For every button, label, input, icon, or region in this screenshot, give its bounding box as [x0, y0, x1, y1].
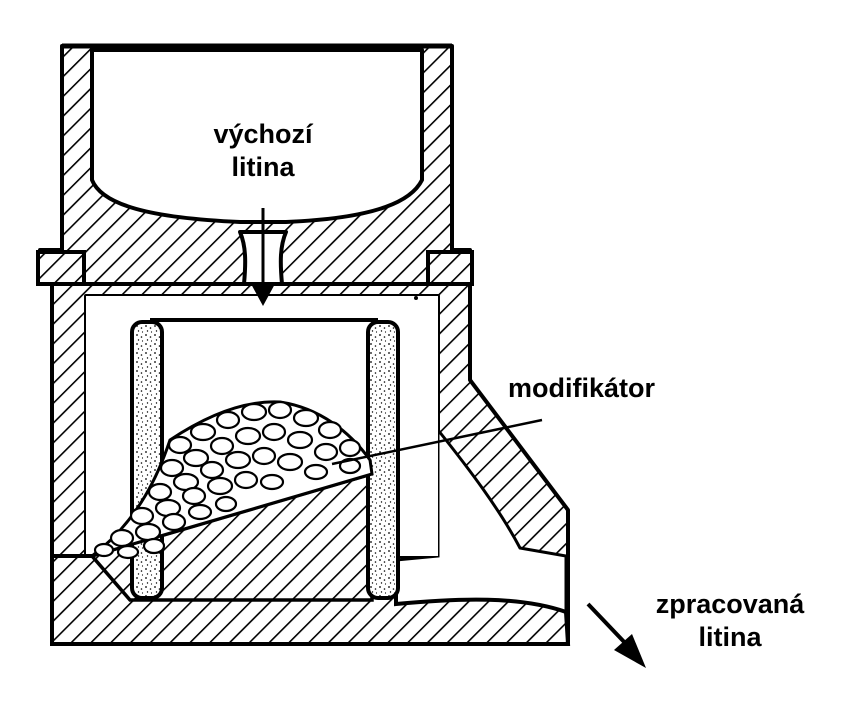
inlet-arrow — [250, 208, 276, 306]
label-treated-iron: zpracovaná litina — [615, 588, 845, 654]
pouring-cup — [36, 43, 474, 286]
label-input-line1: výchozí — [213, 119, 313, 149]
label-output-line1: zpracovaná — [655, 589, 805, 619]
modifier-leader-line — [331, 418, 543, 466]
flange-right — [426, 250, 474, 286]
outlet-arrow — [586, 602, 646, 668]
modifier-granules — [91, 400, 374, 560]
stray-speck — [414, 296, 418, 300]
refractory-post-right — [366, 320, 400, 600]
label-modifier: modifikátor — [508, 373, 656, 403]
label-output-line2: litina — [698, 622, 762, 652]
label-input-line2: litina — [231, 152, 295, 182]
flange-left — [36, 250, 86, 286]
label-input-iron: výchozí litina — [178, 118, 348, 184]
